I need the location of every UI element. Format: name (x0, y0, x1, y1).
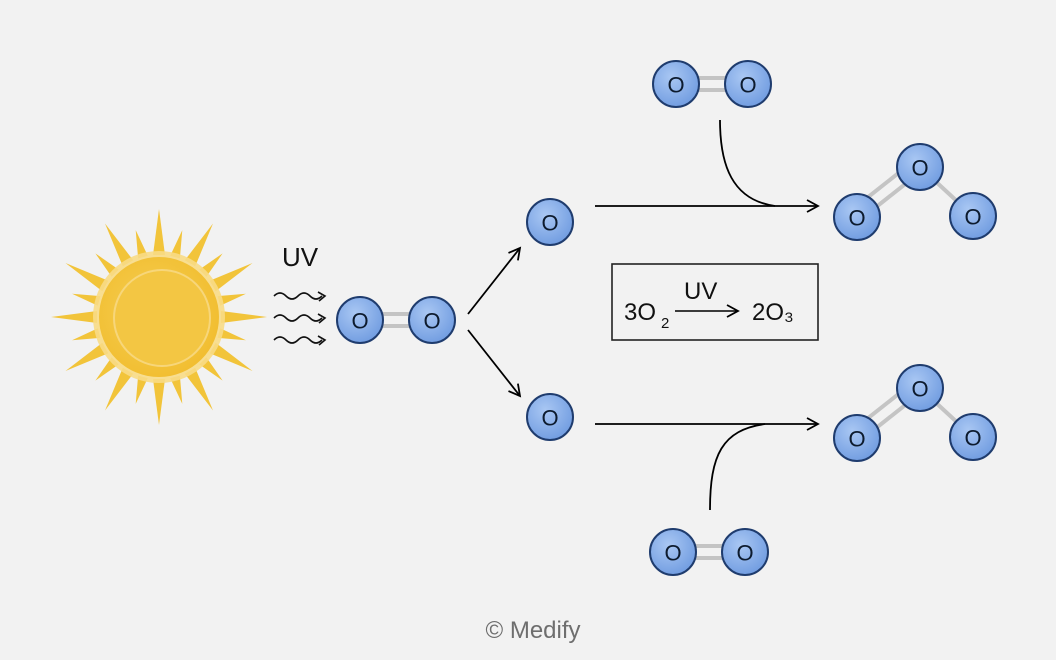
split-arrow-down (467, 329, 522, 398)
o3-upper-atom-2: O (833, 193, 881, 241)
o3-lower-atom-1: O (896, 364, 944, 412)
o-atom-lower: O (526, 393, 574, 441)
sun-ray (170, 230, 183, 259)
atom-symbol: O (541, 211, 558, 236)
equation-product: 2O₃ (752, 299, 794, 326)
sun-ray (51, 311, 97, 323)
sun-ray (65, 342, 109, 371)
sun-ray (153, 209, 165, 255)
atom-symbol: O (964, 205, 981, 230)
split-arrow-up (467, 246, 522, 315)
uv-label: UV (282, 242, 319, 272)
sun-ray (72, 293, 101, 306)
o3-upper-atom-1: O (896, 143, 944, 191)
atom-symbol: O (736, 541, 753, 566)
uv-wave-icon (273, 291, 327, 346)
sun-ray (170, 375, 183, 404)
sun-ray (65, 263, 109, 292)
o-atom-upper: O (526, 198, 574, 246)
atom-symbol: O (351, 309, 368, 334)
atom-symbol: O (911, 377, 928, 402)
atom-symbol: O (911, 156, 928, 181)
sun-ray (105, 367, 134, 411)
o3-upper-atom-3: O (949, 192, 997, 240)
credit-text: © Medify (485, 617, 580, 644)
atom-symbol: O (739, 73, 756, 98)
o3-lower-atom-2: O (833, 414, 881, 462)
o3-lower-atom-3: O (949, 413, 997, 461)
atom-symbol: O (541, 406, 558, 431)
atom-symbol: O (423, 309, 440, 334)
atom-symbol: O (667, 73, 684, 98)
sun-ray (217, 328, 246, 341)
atom-symbol: O (664, 541, 681, 566)
sun-icon (51, 209, 267, 425)
atom-symbol: O (848, 427, 865, 452)
sun-ray (135, 375, 148, 404)
o2-center-atom-2: O (408, 296, 456, 344)
o2-center-atom-1: O (336, 296, 384, 344)
o2-join-curve-bottom (709, 423, 766, 511)
atom-symbol: O (964, 426, 981, 451)
sun-ray (105, 223, 134, 267)
sun-ray (135, 230, 148, 259)
equation-reactant: 3O (624, 299, 656, 326)
atoms: O O O O O O O O O O O O O O (336, 60, 997, 576)
sun-ray (209, 263, 253, 292)
equation-reactant-subscript: 2 (661, 315, 669, 332)
o2-top-atom-1: O (652, 60, 700, 108)
equation-condition: UV (684, 278, 717, 305)
o2-top-atom-2: O (724, 60, 772, 108)
sun-ray (72, 328, 101, 341)
sun-ray (221, 311, 267, 323)
o2-bottom-atom-1: O (649, 528, 697, 576)
o2-bottom-atom-2: O (721, 528, 769, 576)
o2-join-curve-top (719, 119, 776, 207)
sun-ray (153, 379, 165, 425)
sun-ray (184, 223, 213, 267)
sun-ray (209, 342, 253, 371)
arrows (467, 119, 820, 511)
atom-symbol: O (848, 206, 865, 231)
sun-ray (184, 367, 213, 411)
sun-ray (217, 293, 246, 306)
equation-box: 3O 2 UV 2O₃ (611, 263, 819, 341)
